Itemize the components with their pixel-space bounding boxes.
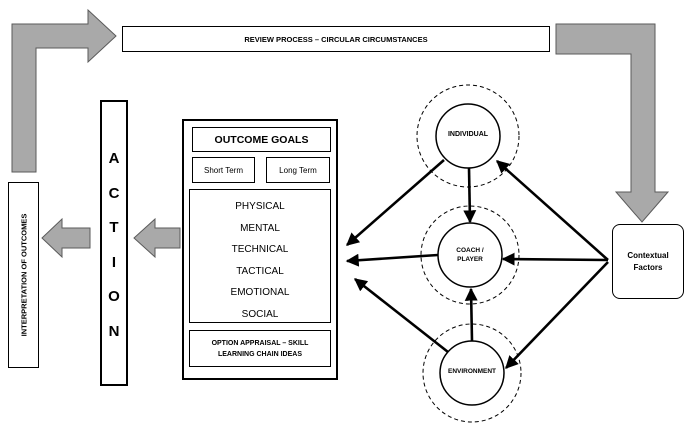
arrow-action-to-interpretation <box>41 217 91 259</box>
contextual-factors-line2: Factors <box>633 262 663 272</box>
action-letter: A <box>108 150 120 167</box>
arrow-coach-to-goals <box>345 253 439 267</box>
individual-label: INDIVIDUAL <box>447 131 489 138</box>
action-letter: I <box>111 253 117 271</box>
feedback-arrow-top-left <box>11 8 117 173</box>
environment-label: ENVIRONMENT <box>447 368 497 375</box>
action-letter: T <box>109 219 119 237</box>
long-term-box: Long Term <box>266 157 330 183</box>
arrow-individual-to-coach <box>463 167 477 224</box>
action-letter: C <box>108 184 120 202</box>
goal-category-item: TECHNICAL <box>231 244 289 255</box>
outcome-goals-title: OUTCOME GOALS <box>192 127 331 152</box>
interpretation-box: INTERPRETATION OF OUTCOMES <box>8 182 39 368</box>
goal-categories-box: PHYSICAL MENTAL TECHNICAL TACTICAL EMOTIONAL… <box>189 189 331 323</box>
goal-category-item: PHYSICAL <box>235 201 285 212</box>
outcome-goals-panel: OUTCOME GOALS Short Term Long Term PHYSI… <box>182 119 338 380</box>
coach-label-line2: PLAYER <box>457 256 483 263</box>
contextual-factors-line1: Contextual <box>627 250 669 260</box>
individual-node <box>435 103 501 169</box>
coach-player-label: COACH / PLAYER <box>438 246 502 264</box>
goal-category-item: EMOTIONAL <box>230 287 290 298</box>
arrow-context-to-coach <box>501 252 609 266</box>
arrow-environment-to-goals <box>353 277 449 354</box>
review-process-banner: REVIEW PROCESS – CIRCULAR CIRCUMSTANCES <box>122 26 550 52</box>
arrow-context-to-environment <box>505 261 609 369</box>
action-letter: N <box>108 322 120 340</box>
short-term-label: Short Term <box>204 165 243 175</box>
contextual-factors-box: Contextual Factors <box>612 224 684 299</box>
long-term-label: Long Term <box>279 165 317 175</box>
arrow-environment-to-coach <box>464 287 478 342</box>
environment-outer-ring <box>422 323 522 423</box>
goal-items-list: PHYSICAL MENTAL TECHNICAL TACTICAL EMOTIONAL… <box>190 196 330 325</box>
goal-category-item: TACTICAL <box>236 265 284 277</box>
goal-category-item: SOCIAL <box>241 308 279 320</box>
arrow-goals-to-action <box>133 217 181 259</box>
action-letter: O <box>108 288 120 306</box>
option-appraisal-line2: LEARNING CHAIN IDEAS <box>217 350 302 358</box>
outcome-goals-title-text: OUTCOME GOALS <box>214 133 309 146</box>
goal-category-item: MENTAL <box>240 222 280 234</box>
option-appraisal-line1: OPTION APPRAISAL – SKILL <box>211 339 309 347</box>
coach-label-line1: COACH / <box>456 247 484 254</box>
coach-outer-ring <box>420 205 520 305</box>
option-appraisal-box: OPTION APPRAISAL – SKILL LEARNING CHAIN … <box>189 330 331 367</box>
arrow-context-to-individual <box>496 160 609 261</box>
short-term-box: Short Term <box>192 157 255 183</box>
interpretation-label: INTERPRETATION OF OUTCOMES <box>19 213 28 337</box>
review-process-label: REVIEW PROCESS – CIRCULAR CIRCUMSTANCES <box>244 34 428 44</box>
arrow-individual-to-goals <box>346 159 445 246</box>
individual-outer-ring <box>416 84 520 188</box>
feedback-arrow-top-right <box>555 23 670 223</box>
